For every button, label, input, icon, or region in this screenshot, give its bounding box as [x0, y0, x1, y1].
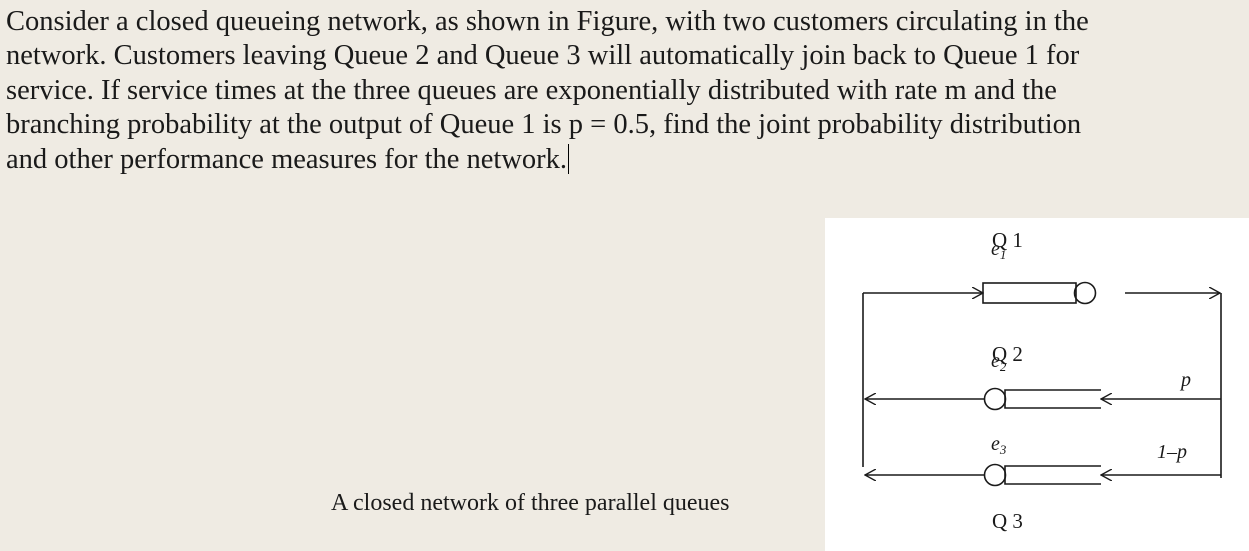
queue-network-diagram: e1 Q 1 e2 Q 2 e3 Q 3 p 1–p: [862, 228, 1222, 533]
problem-line-5-wrapper: and other performance measures for the n…: [6, 143, 1241, 177]
q1-label: Q 1: [992, 228, 1023, 252]
e3-label: e3: [991, 433, 1007, 457]
q1-server-icon: [1073, 281, 1097, 305]
q3-buffer: [1004, 465, 1101, 485]
figure-caption: A closed network of three parallel queue…: [331, 490, 730, 516]
e1-label: e1: [991, 238, 1006, 262]
p-branch-label: p: [1179, 369, 1191, 391]
q2-label: Q 2: [992, 342, 1023, 366]
q2-server-icon: [983, 387, 1007, 411]
problem-line-1: Consider a closed queueing network, as s…: [6, 6, 1089, 37]
problem-line-3: service. If service times at the three q…: [6, 74, 1057, 106]
problem-statement: Consider a closed queueing network, as s…: [6, 5, 1241, 177]
one-minus-p-branch-label: 1–p: [1157, 441, 1187, 463]
q3-server-icon: [983, 463, 1007, 487]
q1-buffer: [982, 282, 1077, 304]
q2-buffer: [1004, 389, 1101, 409]
text-cursor: [568, 143, 570, 174]
problem-line-5: and other performance measures for the n…: [6, 143, 568, 175]
q3-label: Q 3: [992, 509, 1023, 533]
problem-line-2: network. Customers leaving Queue 2 and Q…: [6, 40, 1080, 72]
e2-label: e2: [991, 350, 1007, 374]
queue-network-figure: e1 Q 1 e2 Q 2 e3 Q 3 p 1–p: [825, 218, 1249, 551]
problem-line-4: branching probability at the output of Q…: [6, 109, 1082, 141]
